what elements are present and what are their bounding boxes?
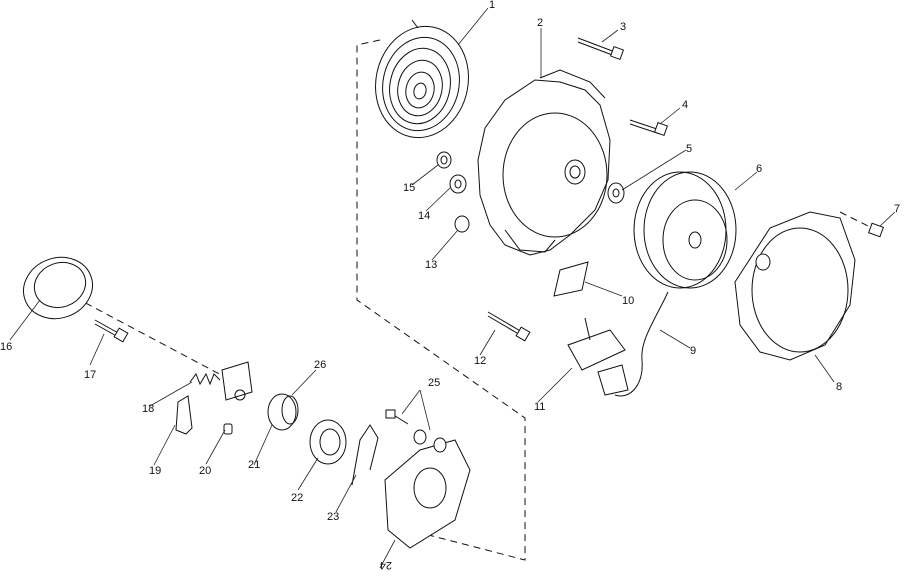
label-12: 12	[474, 355, 486, 367]
washer-15	[436, 151, 452, 169]
handle-insert	[553, 261, 589, 297]
bolt-3	[577, 37, 625, 61]
label-25: 25	[428, 377, 440, 389]
nut-14	[449, 174, 467, 194]
label-21: 21	[248, 459, 260, 471]
pawl-spring	[189, 372, 221, 386]
label-9: 9	[690, 345, 696, 357]
wire-spring	[351, 424, 379, 486]
label-11: 11	[534, 401, 545, 413]
starter-cup	[23, 256, 93, 320]
friction-plate	[384, 439, 471, 549]
label-8: 8	[836, 381, 842, 393]
leader-lines	[9, 7, 896, 569]
bolt-12	[487, 311, 531, 342]
starter-cover	[734, 211, 856, 361]
seal	[309, 419, 347, 465]
label-17: 17	[84, 369, 96, 381]
label-6: 6	[756, 163, 762, 175]
label-10: 10	[622, 295, 634, 307]
starter-housing	[477, 69, 611, 256]
bushing-13	[454, 215, 470, 233]
label-14: 14	[418, 210, 430, 222]
label-1: 1	[489, 0, 495, 11]
label-15: 15	[403, 182, 415, 194]
label-16: 16	[0, 341, 12, 353]
label-7: 7	[894, 203, 900, 215]
label-24: 24	[380, 559, 392, 571]
label-4: 4	[682, 99, 688, 111]
recoil-spring	[375, 19, 469, 139]
bolt-25	[385, 409, 447, 453]
label-3: 3	[620, 21, 626, 33]
label-2: 2	[537, 17, 543, 29]
label-5: 5	[686, 143, 692, 155]
label-20: 20	[199, 465, 211, 477]
label-19: 19	[149, 465, 161, 477]
starter-rope	[614, 291, 669, 397]
washer-5	[607, 182, 625, 204]
pawl	[175, 395, 193, 435]
bolt-4	[629, 119, 669, 137]
pin	[223, 423, 233, 435]
label-18: 18	[142, 403, 154, 415]
label-22: 22	[291, 492, 303, 504]
ratchet-bracket	[221, 361, 253, 401]
bolt-17	[94, 319, 129, 343]
label-13: 13	[425, 259, 437, 271]
drive-bushing	[267, 393, 299, 431]
starter-handle	[567, 317, 629, 396]
label-26: 26	[314, 359, 326, 371]
bolt-7	[868, 222, 884, 238]
rope-reel	[633, 171, 737, 289]
label-23: 23	[327, 511, 339, 523]
